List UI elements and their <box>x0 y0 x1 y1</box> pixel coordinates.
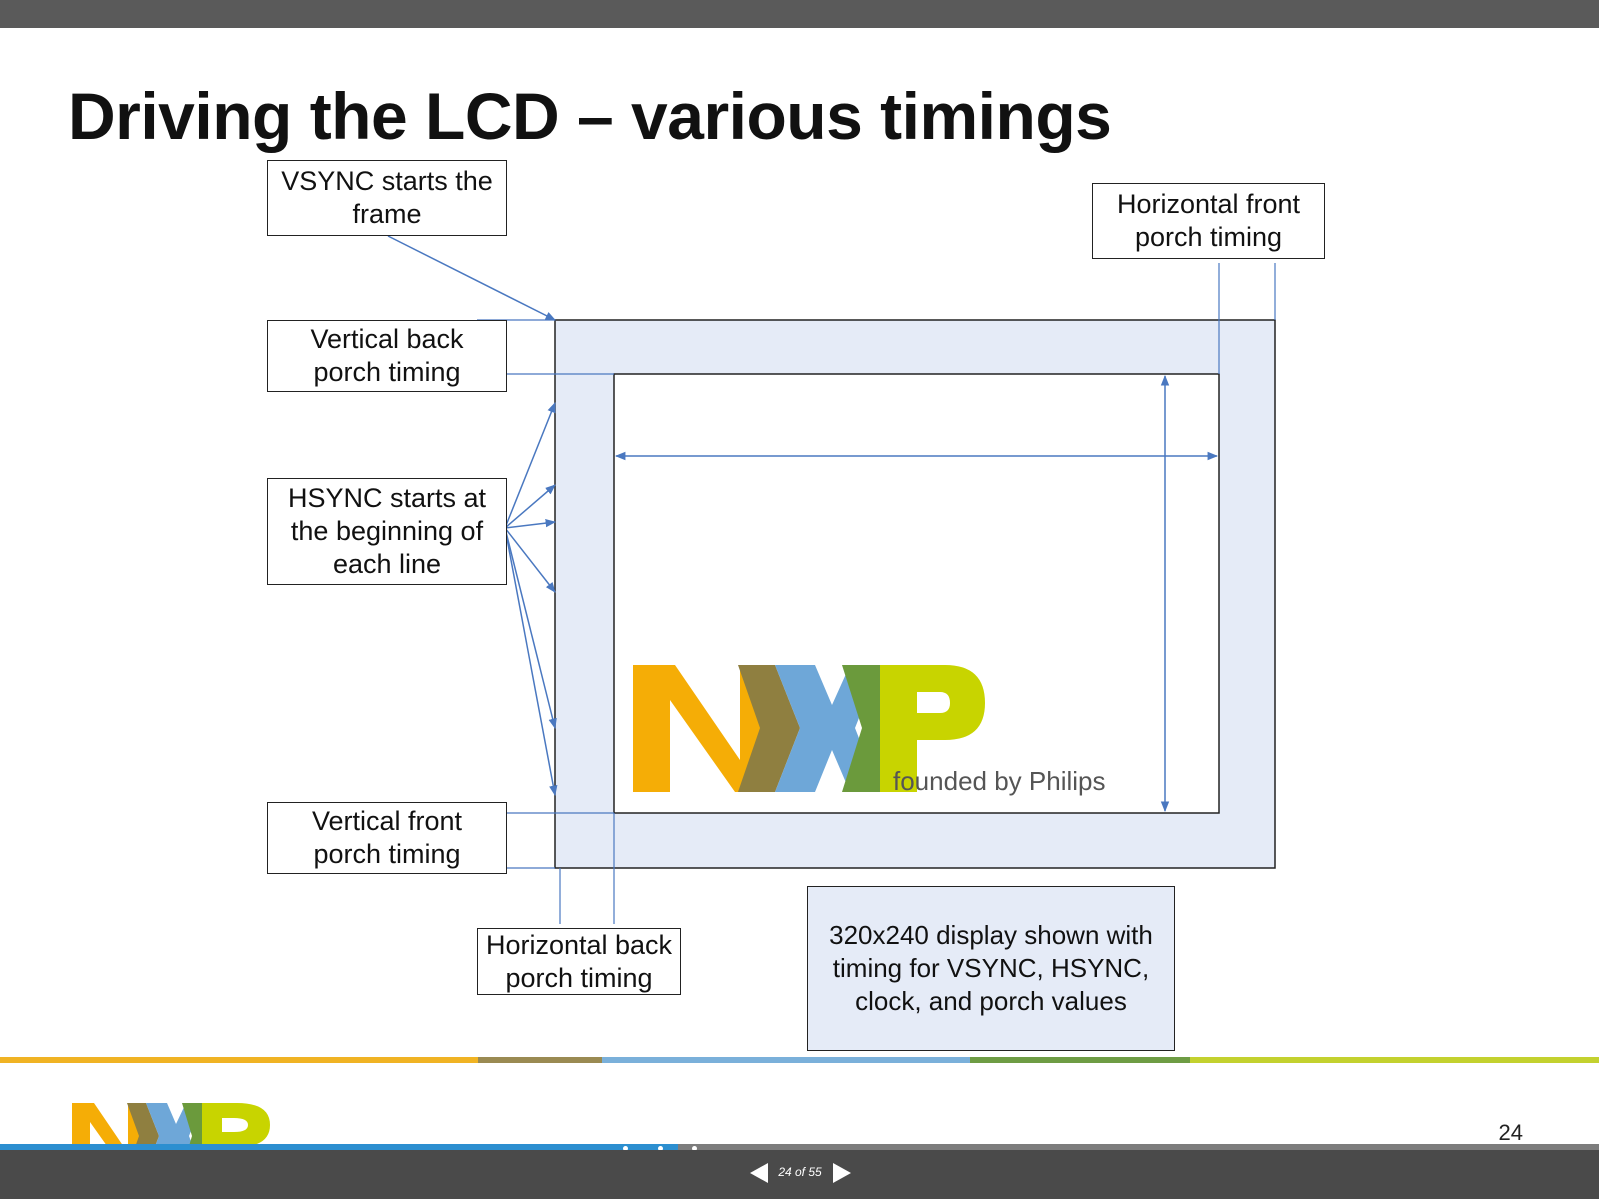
vertical-back-porch-line-2: porch timing <box>313 357 461 387</box>
nxp-logo: founded by Philips <box>633 665 1105 796</box>
slide-page-number: 24 <box>1498 1120 1523 1145</box>
nxp-logo-n <box>633 665 775 792</box>
progress-marker[interactable] <box>692 1146 697 1151</box>
triangle-left-icon[interactable] <box>750 1163 768 1183</box>
horizontal-front-porch-line-2: porch timing <box>1134 222 1283 252</box>
vsync-callout-line-1: VSYNC starts the <box>281 166 493 196</box>
hsync-callout-line-3: each line <box>332 549 442 579</box>
stripe-segment-5 <box>1190 1057 1599 1063</box>
hsync-callout-line-2: the beginning of <box>290 516 484 546</box>
progress-bar-fill <box>0 1144 678 1150</box>
hsync-arrows <box>504 402 558 797</box>
footer-color-stripe <box>0 1057 1599 1063</box>
vsync-arrow <box>387 235 556 321</box>
stripe-segment-3 <box>602 1057 970 1063</box>
viewer-control-bar: 24 of 55 <box>0 1150 1599 1199</box>
nxp-logo-x-left <box>738 665 800 792</box>
vertical-back-porch-line-1: Vertical back <box>310 324 464 354</box>
summary-line-3: clock, and porch values <box>855 986 1127 1016</box>
summary-line-1: 320x240 display shown with <box>829 920 1153 950</box>
vertical-front-porch-line-1: Vertical front <box>311 806 463 836</box>
hsync-callout-line-1: HSYNC starts at <box>287 483 487 513</box>
horizontal-front-porch-line-1: Horizontal front <box>1116 189 1301 219</box>
nxp-logo-x-right <box>842 665 880 792</box>
nxp-logo-p <box>880 665 985 792</box>
nxp-logo-tagline: founded by Philips <box>893 766 1105 796</box>
horizontal-back-porch-line-2: porch timing <box>505 962 653 993</box>
triangle-right-icon[interactable] <box>833 1163 851 1183</box>
vertical-front-porch-line-2: porch timing <box>313 839 461 869</box>
stripe-segment-1 <box>0 1057 478 1063</box>
progress-marker[interactable] <box>658 1146 663 1151</box>
slide-title: Driving the LCD – various timings <box>68 79 1112 153</box>
viewer-top-bar <box>0 0 1599 28</box>
stripe-segment-2 <box>478 1057 602 1063</box>
vsync-callout-line-2: frame <box>352 199 422 229</box>
progress-bar[interactable] <box>0 1144 1599 1150</box>
horizontal-back-porch-line-1: Horizontal back <box>485 929 673 960</box>
summary-line-2: timing for VSYNC, HSYNC, <box>832 953 1150 983</box>
page-indicator: 24 of 55 <box>778 1165 822 1179</box>
stripe-segment-4 <box>970 1057 1190 1063</box>
progress-marker[interactable] <box>623 1146 628 1151</box>
